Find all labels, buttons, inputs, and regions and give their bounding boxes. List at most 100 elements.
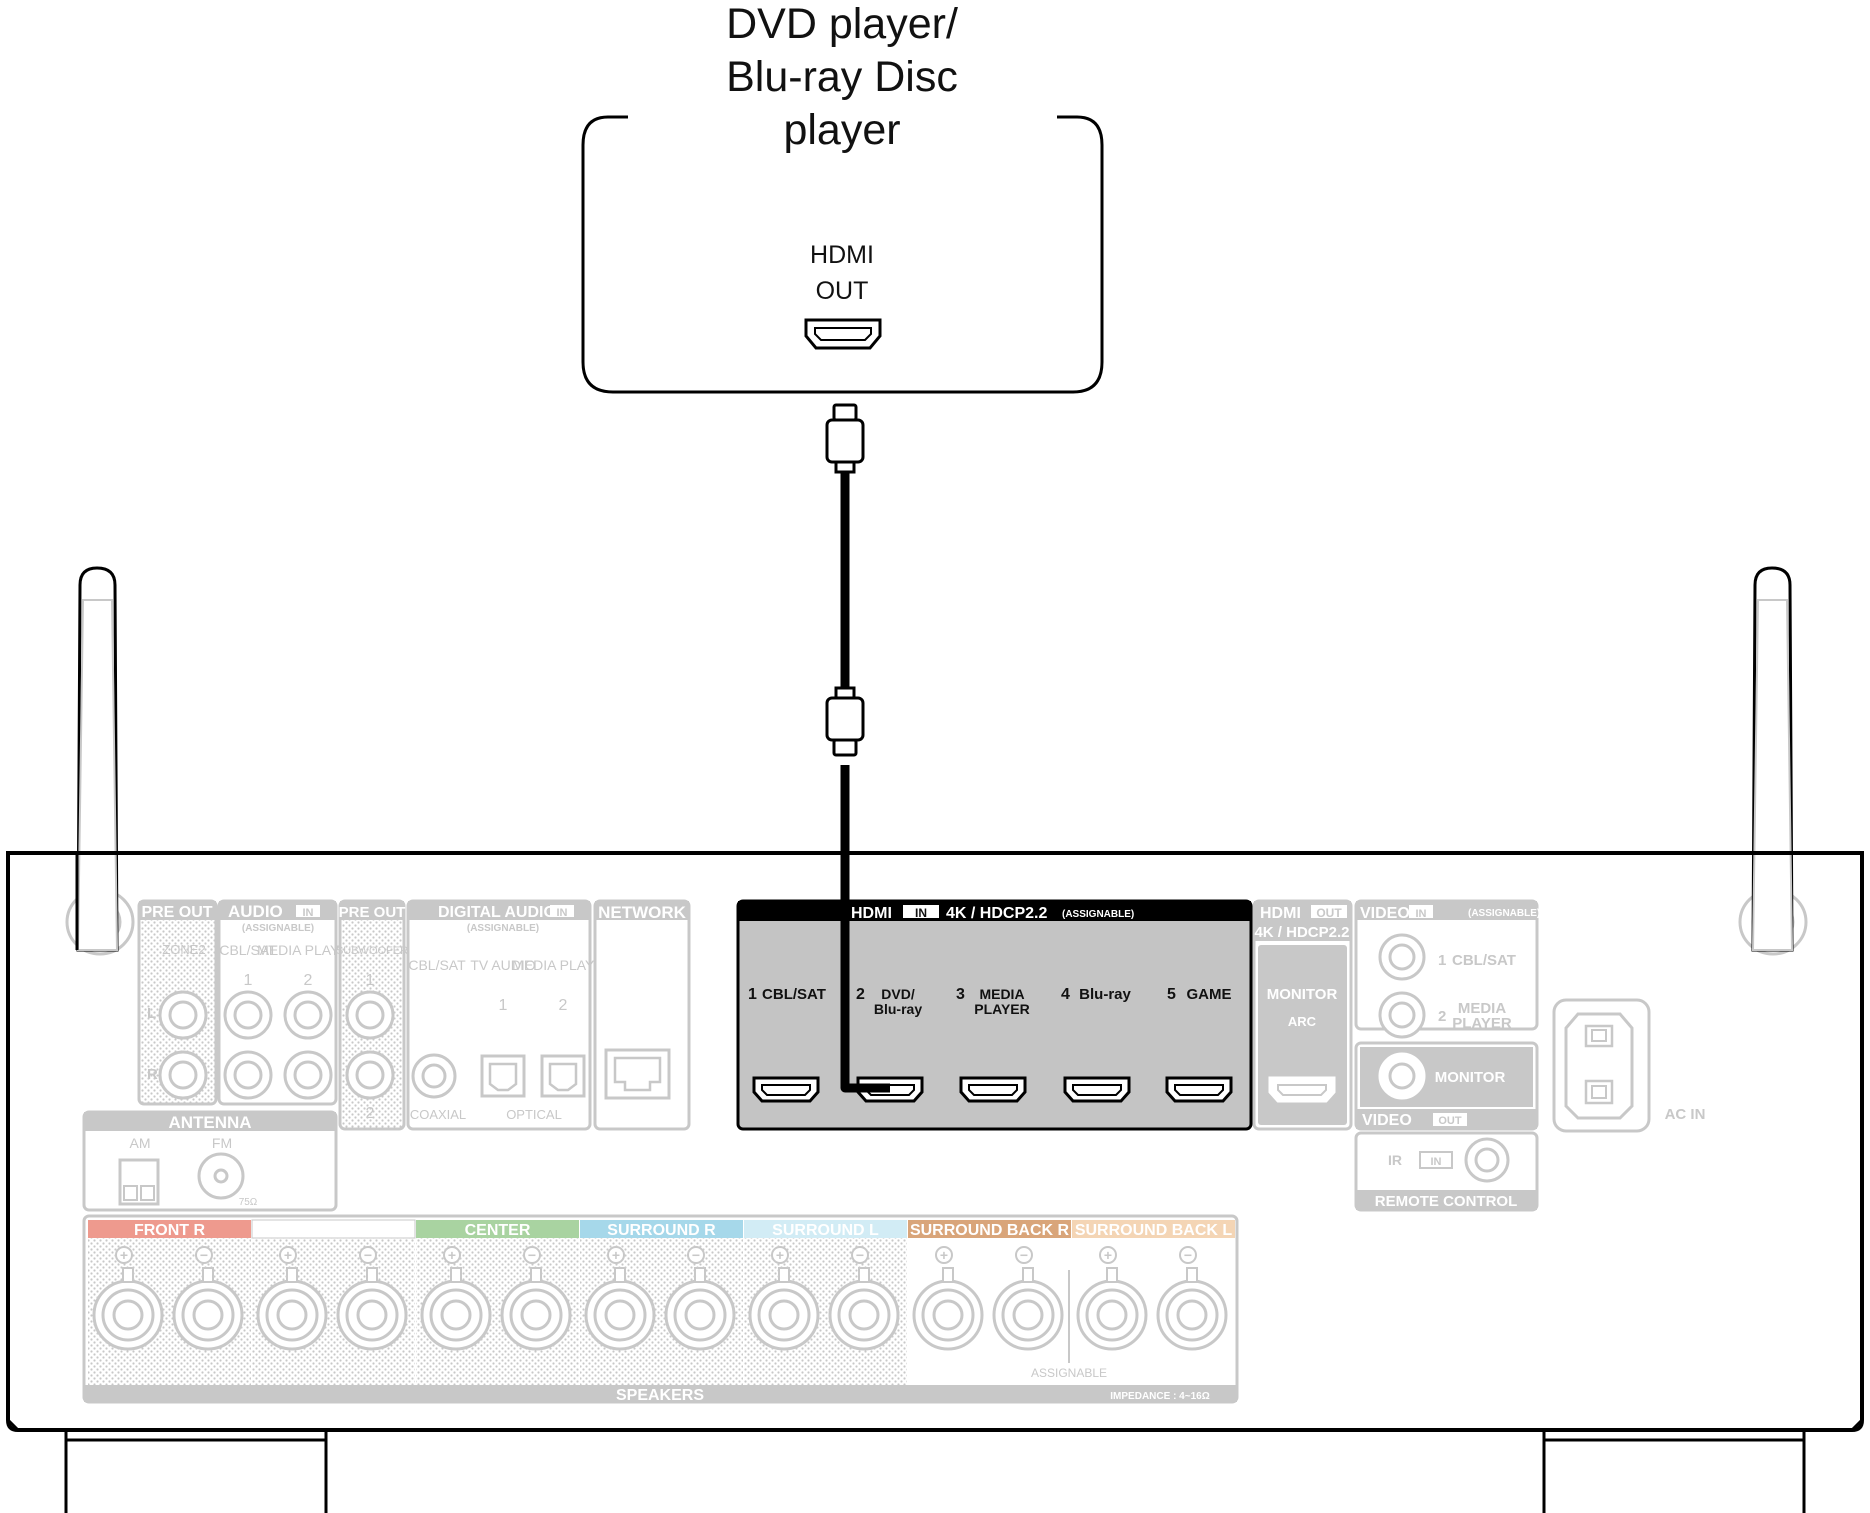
video-out-monitor-jack[interactable]	[1378, 1052, 1426, 1100]
speaker-terminal-plus[interactable]	[420, 1267, 492, 1351]
hdmi-out-label-line-1: HDMI	[810, 241, 874, 269]
hdmi-in-5-port[interactable]	[1165, 1076, 1233, 1103]
coaxial-label: COAXIAL	[410, 1107, 466, 1122]
minus-symbol: −	[364, 1247, 372, 1263]
hdmi-in-3-label-2: PLAYER	[974, 1001, 1030, 1017]
audio-in-1-l-jack[interactable]	[223, 990, 273, 1040]
speakers-panel: SPEAKERS IMPEDANCE : 4~16Ω ASSIGNABLE FR…	[82, 1214, 1239, 1404]
hdmi-cable	[825, 403, 865, 757]
speaker-group-badge: L	[1222, 1222, 1232, 1239]
zone2-l-jack[interactable]	[158, 990, 208, 1040]
video-out-title: VIDEO	[1362, 1112, 1412, 1129]
ir-in-jack[interactable]	[1464, 1137, 1510, 1183]
coaxial-jack[interactable]	[411, 1053, 457, 1099]
speakers-assignable-label: ASSIGNABLE	[1031, 1366, 1107, 1380]
ethernet-port[interactable]	[604, 1048, 671, 1100]
audio-col-cblsat: CBL/SAT	[219, 942, 277, 958]
speaker-terminal-plus[interactable]	[92, 1267, 164, 1351]
fm-jack[interactable]	[197, 1152, 245, 1200]
speaker-group-label: SURROUND BACK L	[1075, 1222, 1233, 1239]
speaker-group-label: CENTER	[465, 1222, 531, 1239]
source-title-line-1: DVD player/	[726, 0, 958, 48]
speaker-terminal-minus[interactable]	[1156, 1267, 1228, 1351]
video-out-panel: MONITOR VIDEO OUT	[1354, 1041, 1539, 1131]
video-in-1-jack[interactable]	[1378, 933, 1426, 981]
hdmi-out-badge: OUT	[1316, 906, 1342, 920]
audio-in-2-l-jack[interactable]	[283, 990, 333, 1040]
speaker-terminal-plus[interactable]	[748, 1267, 820, 1351]
video-in-2-label-1: MEDIA	[1458, 1000, 1507, 1017]
audio-in-1-r-jack[interactable]	[223, 1050, 273, 1100]
speaker-terminal-plus[interactable]	[912, 1267, 984, 1351]
plus-symbol: +	[940, 1247, 948, 1263]
hdmi-in-3-port[interactable]	[959, 1076, 1027, 1103]
speaker-group-badge: L	[869, 1222, 879, 1239]
video-in-2-jack[interactable]	[1378, 991, 1426, 1039]
digital-audio-in-badge: IN	[557, 907, 568, 919]
hdmi-in-2-label-1: DVD/	[881, 986, 915, 1002]
audio-in-2-r-jack[interactable]	[283, 1050, 333, 1100]
ac-in-panel: AC IN	[1552, 998, 1705, 1133]
audio-in-label: AUDIO	[228, 902, 283, 921]
speaker-terminal-minus[interactable]	[664, 1267, 736, 1351]
digital-audio-panel: DIGITAL AUDIO IN (ASSIGNABLE) CBL/SAT TV…	[406, 899, 614, 1131]
speaker-terminal-plus[interactable]	[256, 1267, 328, 1351]
receiver-body	[6, 851, 1864, 1432]
ac-inlet[interactable]	[1564, 1012, 1634, 1120]
wireless-antenna-right	[1738, 566, 1808, 956]
speaker-group-4: SURROUND R+−	[580, 1220, 743, 1385]
hdmi-out-port[interactable]	[804, 318, 882, 350]
optical-1-jack[interactable]	[480, 1054, 526, 1098]
audio-in-panel: AUDIO IN (ASSIGNABLE) CBL/SAT MEDIA PLAY…	[217, 899, 359, 1106]
hdmi-in-1-label: CBL/SAT	[762, 986, 826, 1003]
hdmi-in-2-num: 2	[856, 986, 865, 1003]
hdmi-in-5-label: GAME	[1187, 986, 1232, 1003]
av-receiver	[6, 851, 1864, 1513]
remote-control-label: REMOTE CONTROL	[1375, 1193, 1518, 1210]
hdmi-in-4-num: 4	[1061, 986, 1070, 1003]
video-in-1-label: CBL/SAT	[1452, 952, 1516, 969]
speaker-group-6: SURROUND BACK R+−	[908, 1220, 1071, 1351]
subwoofer-2-jack[interactable]	[345, 1050, 395, 1100]
speaker-group-badge: R	[704, 1222, 716, 1239]
digital-audio-label: DIGITAL AUDIO	[438, 904, 556, 921]
speakers-label: SPEAKERS	[616, 1387, 704, 1404]
minus-symbol: −	[692, 1247, 700, 1263]
speaker-terminal-minus[interactable]	[500, 1267, 572, 1351]
digital-col-tv-audio: TV AUDIO	[470, 957, 535, 973]
audio-in-badge: IN	[303, 907, 314, 919]
speaker-terminal-plus[interactable]	[584, 1267, 656, 1351]
impedance-label: IMPEDANCE : 4~16Ω	[1110, 1391, 1209, 1402]
minus-symbol: −	[200, 1247, 208, 1263]
video-in-2-num: 2	[1438, 1008, 1446, 1025]
hdmi-in-4-port[interactable]	[1063, 1076, 1131, 1103]
speaker-group-label: SURROUND L	[772, 1222, 879, 1239]
subwoofer-1-jack[interactable]	[345, 990, 395, 1040]
hdmi-out-monitor-port[interactable]	[1268, 1076, 1336, 1103]
network-label: NETWORK	[598, 903, 687, 922]
plus-symbol: +	[284, 1247, 292, 1263]
speaker-terminal-minus[interactable]	[336, 1267, 408, 1351]
remote-in-badge: IN	[1431, 1156, 1442, 1168]
video-in-2-label-2: PLAYER	[1452, 1015, 1512, 1032]
am-terminal[interactable]	[118, 1158, 160, 1206]
remote-control-panel: IR IN REMOTE CONTROL	[1354, 1131, 1539, 1212]
speaker-group-label: FRONT L	[299, 1222, 369, 1239]
speaker-terminal-minus[interactable]	[828, 1267, 900, 1351]
am-label: AM	[130, 1135, 151, 1151]
optical-2-jack[interactable]	[540, 1054, 586, 1098]
hdmi-in-5-num: 5	[1167, 986, 1176, 1003]
speaker-terminal-plus[interactable]	[1076, 1267, 1148, 1351]
zone2-r-jack[interactable]	[158, 1050, 208, 1100]
zone2-label: ZONE2	[162, 942, 205, 957]
speaker-terminal-minus[interactable]	[992, 1267, 1064, 1351]
pre-out-zone2-panel: PRE OUT ZONE2 L R	[137, 899, 218, 1106]
audio-num-1: 1	[244, 972, 253, 989]
speaker-group-label: FRONT R	[134, 1222, 206, 1239]
fm-label: FM	[212, 1135, 232, 1151]
speaker-terminal-minus[interactable]	[172, 1267, 244, 1351]
hdmi-in-1-port[interactable]	[752, 1076, 820, 1103]
video-out-monitor-label: MONITOR	[1435, 1069, 1506, 1086]
pre-out-label: PRE OUT	[141, 904, 212, 921]
